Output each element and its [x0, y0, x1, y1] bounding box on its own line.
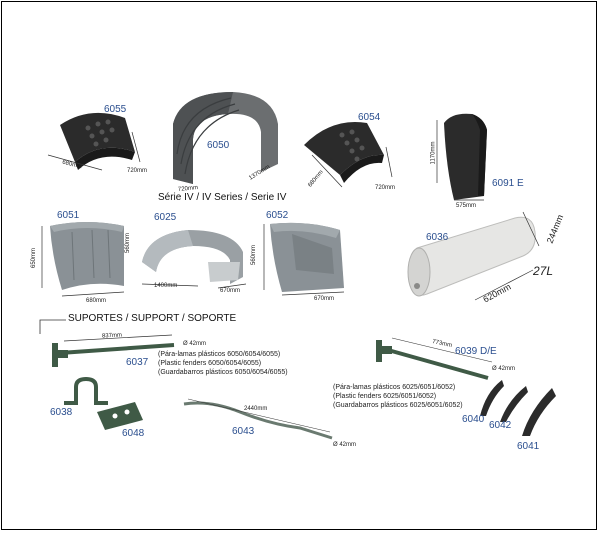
support-6040-code: 6040: [462, 414, 485, 425]
supports-heading-bracket: [39, 319, 66, 334]
support-6039-diameter: Ø 42mm: [492, 366, 516, 372]
fender-6025-width: 670mm: [220, 288, 241, 294]
support-6037-diameter: Ø 42mm: [183, 341, 207, 347]
supports-group-a-note-en: (Plastic fenders 6050/6054/6055): [158, 360, 262, 367]
supports-group-a-note-es: (Guardabarros plásticos 6050/6054/6055): [158, 369, 288, 376]
support-6037-code: 6037: [126, 357, 149, 368]
support-6048-code: 6048: [122, 428, 145, 439]
fender-6091e-height: 1170mm: [430, 141, 437, 165]
supports-group-b-note-en: (Plastic fenders 6025/6051/6052): [333, 393, 437, 400]
water-tank-6036-capacity: 27L: [533, 264, 554, 278]
fender-6054-height: 720mm: [375, 185, 396, 191]
support-6043-length: 2440mm: [244, 406, 268, 412]
fender-6050-image: [173, 92, 278, 184]
fender-6091e-width: 575mm: [456, 203, 477, 209]
fender-6052-height: 560mm: [251, 244, 258, 266]
support-6043-code: 6043: [232, 426, 255, 437]
fender-6051-width: 680mm: [86, 298, 107, 304]
support-6043-diameter: Ø 42mm: [333, 442, 357, 448]
fender-6091e-image: [436, 113, 487, 201]
support-6041-image: [522, 388, 556, 436]
fender-6051-code: 6051: [57, 210, 80, 221]
fender-6025-image: [141, 230, 247, 289]
support-6037-length: 837mm: [101, 332, 123, 340]
support-6038-code: 6038: [50, 407, 73, 418]
fender-6025-length: 1400mm: [154, 283, 178, 289]
water-tank-6036-code: 6036: [426, 232, 449, 243]
fender-6051-image: [41, 222, 125, 297]
support-6041-code: 6041: [517, 441, 540, 452]
fender-6054-image: [304, 121, 393, 188]
supports-group-a-note-pt: (Pára-lamas plásticos 6050/6054/6055): [158, 351, 281, 358]
fender-6055-image: [47, 112, 141, 171]
fender-6052-image: [263, 222, 345, 296]
support-6040-image: [480, 380, 504, 416]
support-6038-image: [64, 377, 108, 405]
fender-6050-code: 6050: [207, 140, 230, 151]
fender-6025-height: 560mm: [125, 232, 132, 254]
fender-6052-code: 6052: [266, 210, 289, 221]
fender-6055-code: 6055: [104, 104, 127, 115]
support-6042-code: 6042: [489, 420, 512, 431]
series-iv-heading: Série IV / IV Series / Serie IV: [158, 192, 287, 203]
support-6039-image: [376, 337, 493, 380]
fender-6052-width: 670mm: [314, 296, 335, 302]
fender-6055-height: 720mm: [127, 168, 148, 174]
supports-group-b-note-es: (Guardabarros plásticos 6025/6051/6052): [333, 402, 463, 409]
support-6039-code: 6039 D/E: [455, 346, 497, 357]
supports-group-b-note-pt: (Pára-lamas plásticos 6025/6051/6052): [333, 384, 456, 391]
fender-6025-code: 6025: [154, 212, 177, 223]
support-6048-image: [97, 402, 143, 430]
supports-heading: SUPORTES / SUPPORT / SOPORTE: [68, 313, 237, 324]
water-tank-6036-image: [407, 211, 540, 301]
support-6043-image: [183, 398, 333, 440]
fender-6054-code: 6054: [358, 112, 381, 123]
fender-6091e-code: 6091 E: [492, 178, 524, 189]
support-6037-image: [52, 334, 175, 367]
support-6042-image: [500, 386, 528, 422]
fender-6051-height: 650mm: [31, 247, 38, 269]
